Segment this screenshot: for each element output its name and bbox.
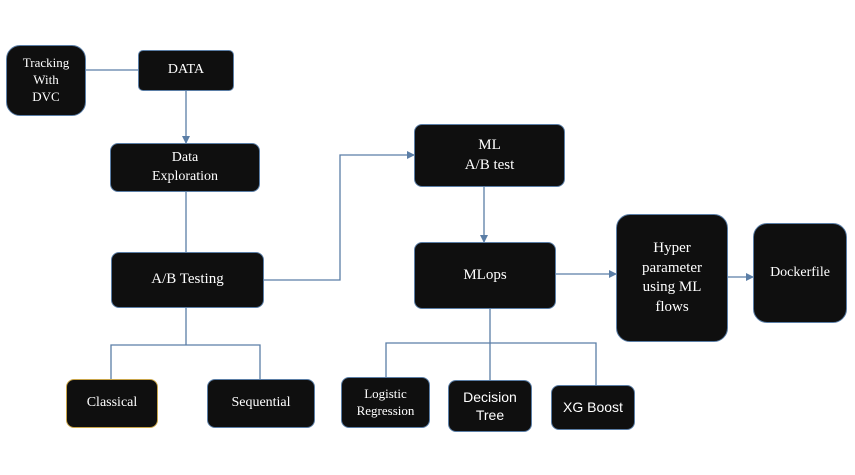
node-tracking-with-dvc: Tracking With DVC (6, 45, 86, 116)
connector-split-classical-sequential (110, 344, 261, 379)
node-xg-boost: XG Boost (551, 385, 635, 430)
node-ml-ab-test: ML A/B test (414, 124, 565, 187)
node-mlops: MLops (414, 242, 556, 309)
node-logistic-regression: Logistic Regression (341, 377, 430, 428)
node-classical: Classical (66, 379, 158, 428)
node-ab-testing: A/B Testing (111, 252, 264, 308)
node-sequential: Sequential (207, 379, 315, 428)
arrow-abtesting-mlab (264, 151, 415, 281)
connector-split-models (385, 342, 597, 385)
node-decision-tree: Decision Tree (448, 380, 532, 432)
node-hyper-parameter: Hyper parameter using ML flows (616, 214, 728, 342)
node-data: DATA (138, 50, 234, 91)
node-dockerfile: Dockerfile (753, 223, 847, 323)
node-data-exploration: Data Exploration (110, 143, 260, 192)
